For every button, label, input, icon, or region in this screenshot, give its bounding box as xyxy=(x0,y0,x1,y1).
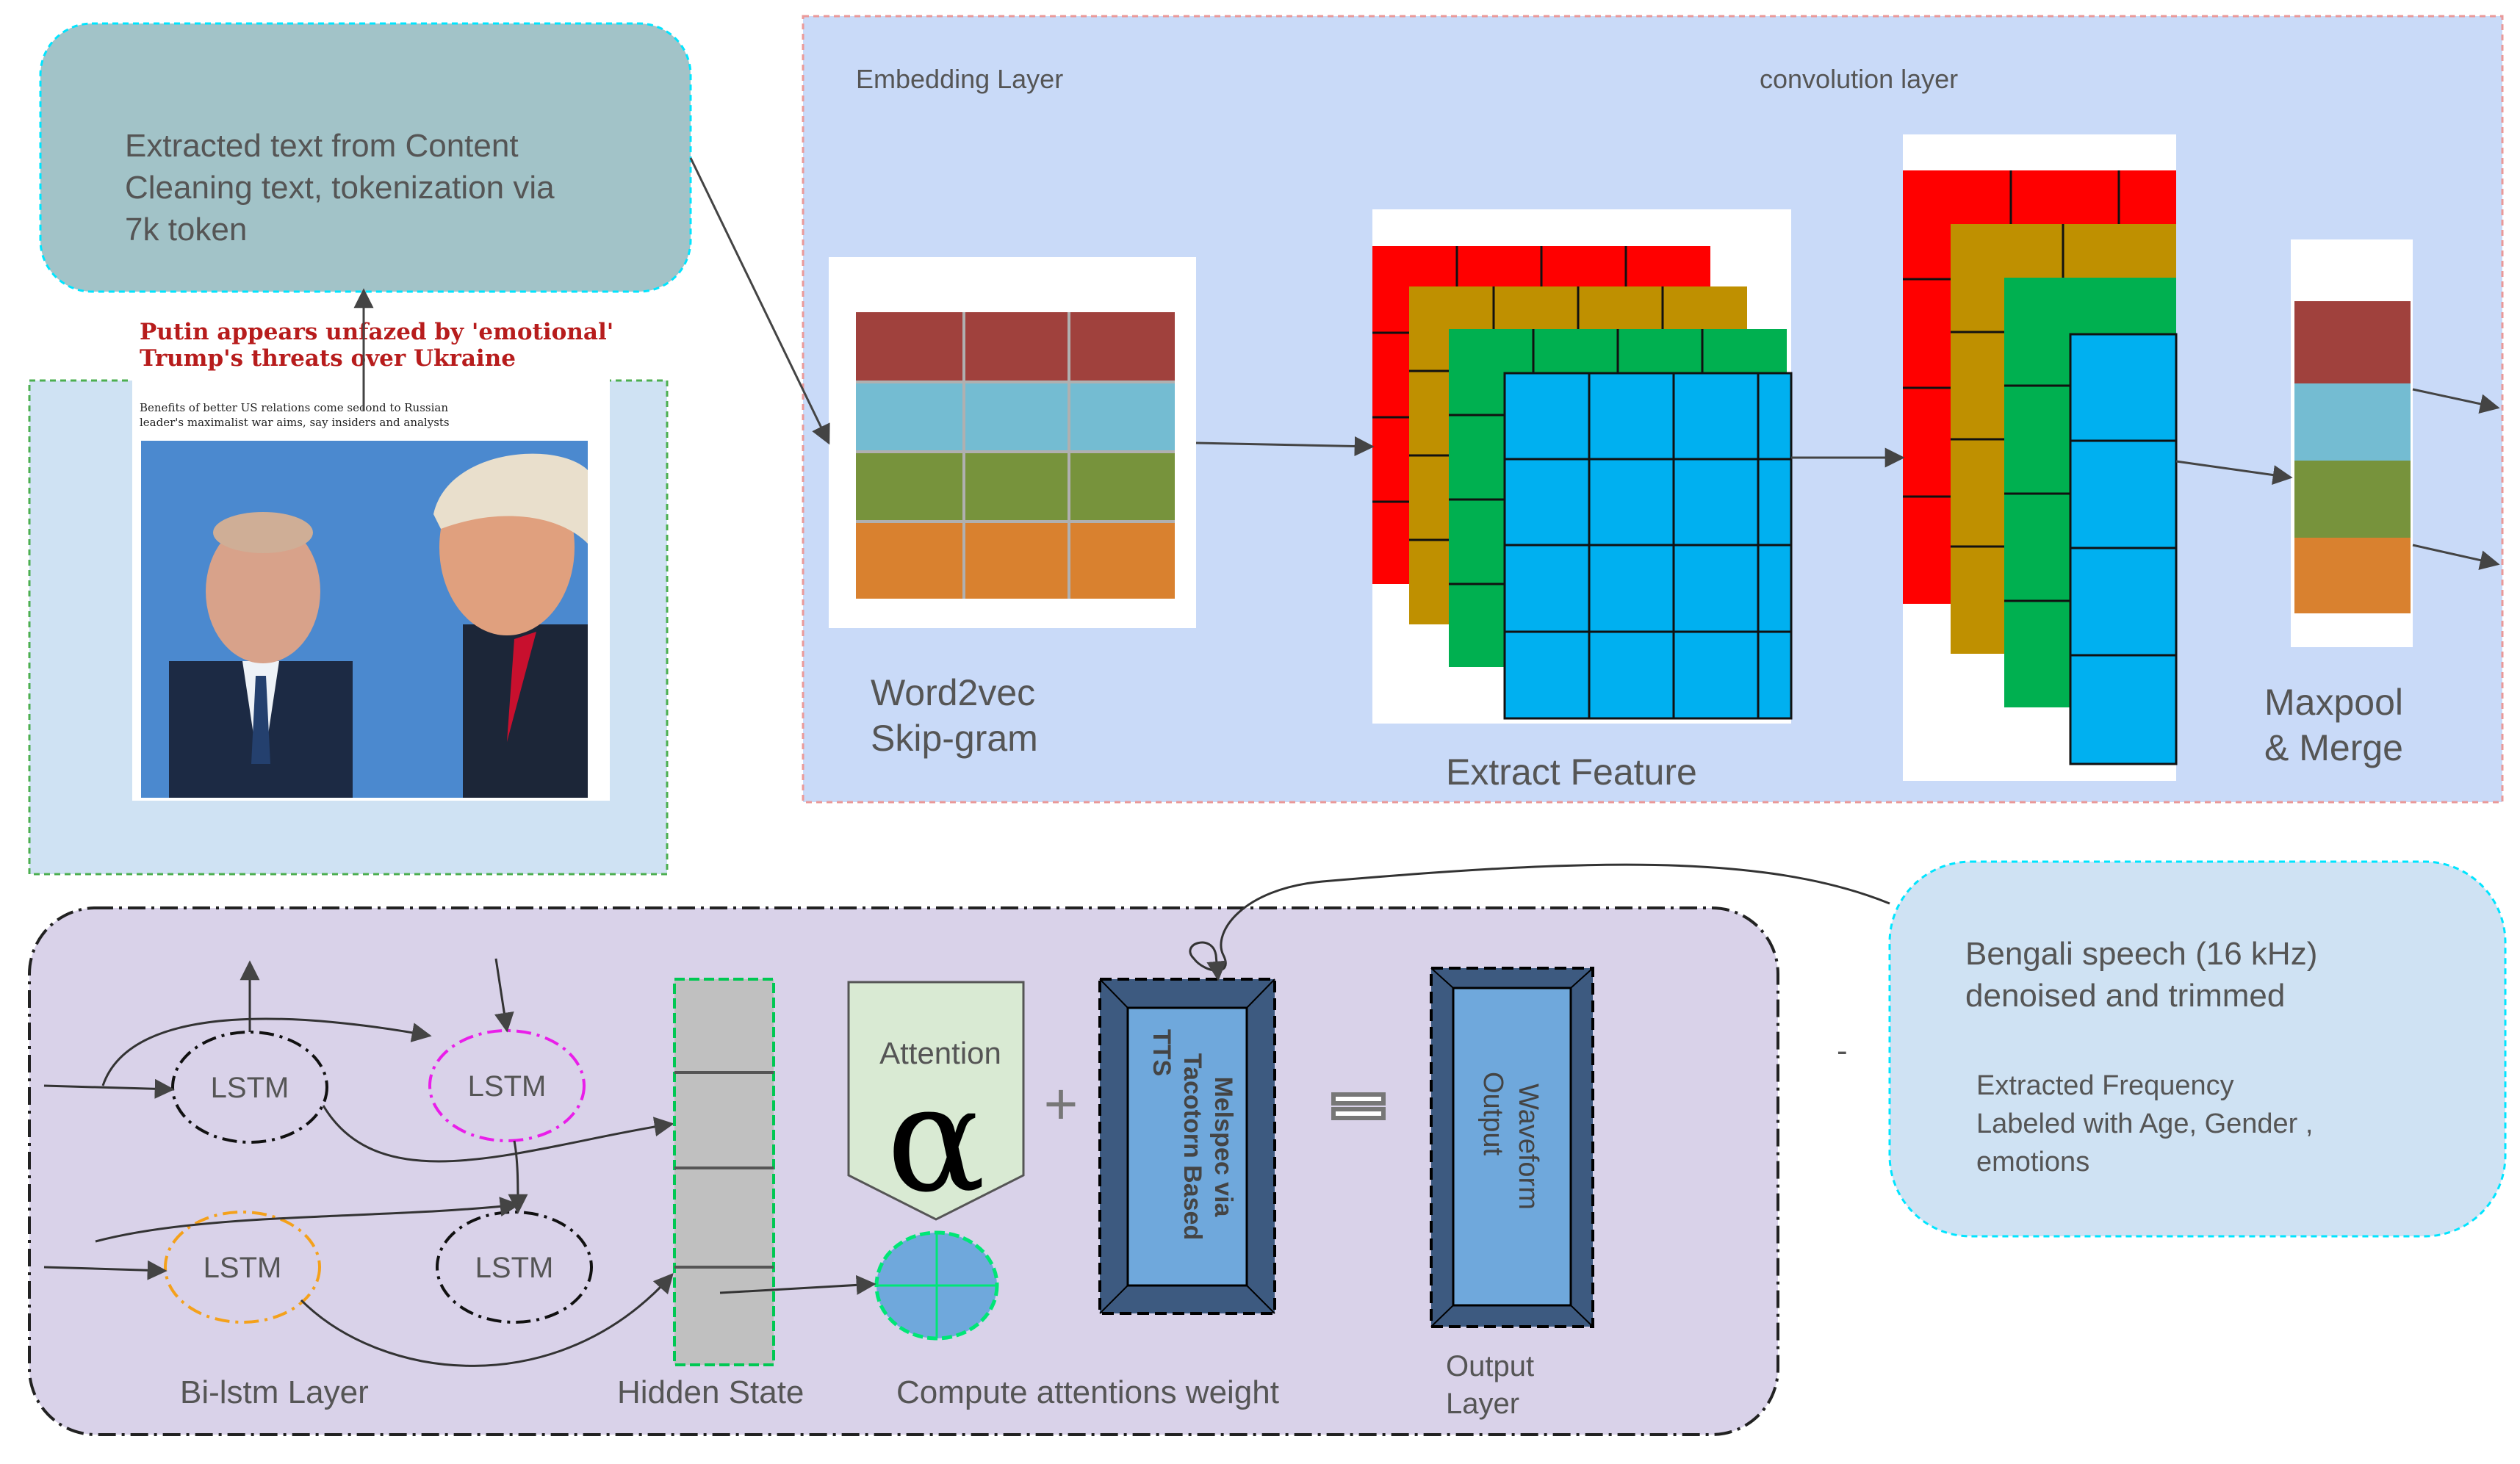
waveform-line2: Output xyxy=(1477,1072,1508,1156)
attention-weight-circle xyxy=(874,1230,999,1341)
word2vec-label-line1: Word2vec xyxy=(871,672,1035,713)
lstm-cell-2-label: LSTM xyxy=(468,1070,547,1103)
bilstm-panel: LSTM LSTM LSTM LSTM xyxy=(28,906,1779,1436)
cnn-flow-arrows xyxy=(689,157,2500,570)
speech-data-box: Bengali speech (16 kHz) denoised and tri… xyxy=(1888,860,2507,1238)
news-headline-line2: Trump's threats over Ukraine xyxy=(140,345,516,372)
speech-line3: Extracted Frequency xyxy=(1976,1070,2234,1101)
speech-line1: Bengali speech (16 kHz) xyxy=(1965,936,2317,972)
lstm-cell-3-label: LSTM xyxy=(204,1252,282,1284)
embedding-matrix xyxy=(829,257,1196,628)
lstm-cell-4: LSTM xyxy=(436,1211,593,1324)
compute-attention-label: Compute attentions weight xyxy=(896,1374,1279,1410)
embedding-layer-label: Embedding Layer xyxy=(856,64,1063,94)
plus-symbol: + xyxy=(1044,1071,1079,1136)
maxpool-label-line2: & Merge xyxy=(2264,727,2403,768)
feature-map-stack xyxy=(1372,209,1793,724)
pooled-feature-stack xyxy=(1903,134,2178,781)
extract-feature-label: Extract Feature xyxy=(1446,751,1697,793)
cnn-panel: Embedding Layer convolution layer Word2v… xyxy=(802,15,2504,804)
maxpool-vector xyxy=(2291,239,2413,647)
text-extraction-box: Extracted text from Content Cleaning tex… xyxy=(39,22,692,293)
news-headline-line1: Putin appears unfazed by 'emotional' xyxy=(140,319,613,345)
news-subline1: Benefits of better US relations come sec… xyxy=(140,401,448,414)
lstm-connections xyxy=(43,958,674,1367)
news-photo xyxy=(141,441,588,798)
attention-label: Attention xyxy=(879,1036,1001,1070)
melspec-line1: Melspec via xyxy=(1209,1077,1237,1218)
waveform-output-block: Waveform Output xyxy=(1430,967,1594,1328)
hidden-state-vector xyxy=(673,978,775,1366)
text-extraction-line2: Cleaning text, tokenization via xyxy=(125,170,555,206)
melspec-block: Melspec via Tacotorn Based TTS xyxy=(1098,978,1276,1315)
output-layer-line1: Output xyxy=(1446,1350,1534,1382)
bilstm-layer-label: Bi-lstm Layer xyxy=(180,1374,369,1410)
alpha-symbol: α xyxy=(886,1054,985,1225)
equals-symbol xyxy=(1331,1092,1386,1120)
speech-line5: emotions xyxy=(1976,1147,2089,1178)
lstm-cell-1-label: LSTM xyxy=(211,1072,289,1104)
melspec-line2: Tacotorn Based xyxy=(1178,1053,1206,1240)
output-layer-line2: Layer xyxy=(1446,1388,1519,1420)
lstm-cell-2: LSTM xyxy=(428,1029,586,1142)
waveform-line1: Waveform xyxy=(1513,1083,1544,1210)
text-extraction-line1: Extracted text from Content xyxy=(125,128,519,164)
speech-line2: denoised and trimmed xyxy=(1965,978,2285,1014)
speech-line4: Labeled with Age, Gender , xyxy=(1976,1108,2313,1139)
attention-block: Attention α xyxy=(847,981,1025,1225)
text-extraction-line3: 7k token xyxy=(125,212,247,248)
news-article-panel: Putin appears unfazed by 'emotional' Tru… xyxy=(28,307,669,876)
maxpool-label-line1: Maxpool xyxy=(2264,682,2403,723)
news-subline2: leader's maximalist war aims, say inside… xyxy=(140,416,450,429)
hidden-state-label: Hidden State xyxy=(617,1374,804,1410)
speech-dash: - xyxy=(1837,1033,1848,1069)
hidden-to-attention-arrow xyxy=(719,1274,876,1295)
lstm-cell-4-label: LSTM xyxy=(475,1252,554,1284)
convolution-layer-label: convolution layer xyxy=(1760,64,1958,94)
word2vec-label-line2: Skip-gram xyxy=(871,718,1038,759)
speech-to-melspec-connector xyxy=(1189,863,1890,981)
melspec-line3: TTS xyxy=(1148,1029,1176,1076)
